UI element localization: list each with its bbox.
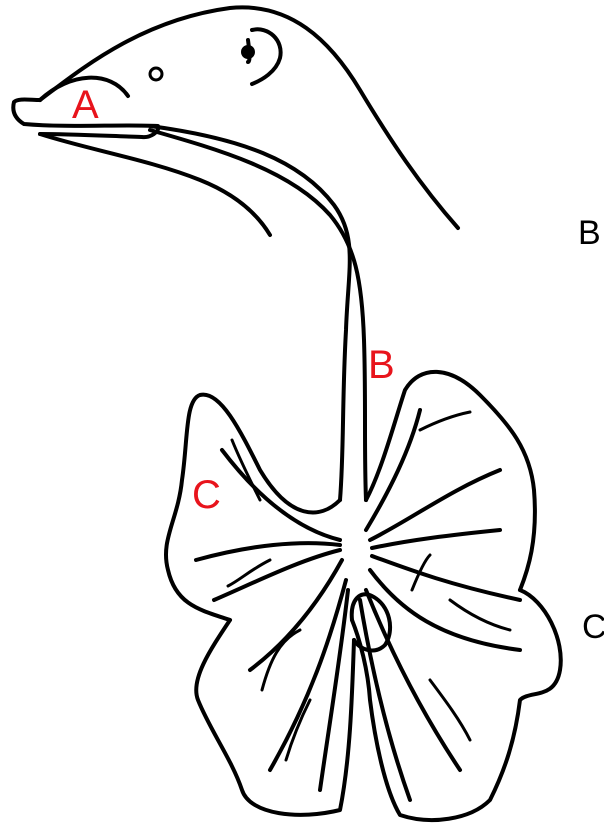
label-b: B bbox=[368, 343, 395, 387]
nostril bbox=[150, 68, 162, 80]
lower-jaw bbox=[40, 134, 270, 235]
bronchus-right-4 bbox=[372, 556, 520, 600]
bronchus-right-6 bbox=[366, 590, 460, 770]
label-c: C bbox=[192, 473, 221, 517]
bronchiole-right-a bbox=[420, 412, 470, 430]
bronchiole-left-c bbox=[262, 630, 300, 690]
edge-label-b: B bbox=[578, 214, 601, 252]
bronchus-left-5 bbox=[270, 580, 346, 770]
label-a: A bbox=[72, 83, 99, 127]
trachea-outer bbox=[150, 130, 366, 500]
bronchiole-right-c bbox=[450, 600, 510, 630]
eye-pupil bbox=[242, 46, 254, 58]
bronchiole-left-b bbox=[228, 560, 270, 586]
bronchus-right-2 bbox=[370, 470, 500, 540]
edge-label-c: C bbox=[582, 608, 604, 646]
bronchus-right-3 bbox=[372, 530, 500, 548]
trachea-inner bbox=[150, 126, 350, 500]
